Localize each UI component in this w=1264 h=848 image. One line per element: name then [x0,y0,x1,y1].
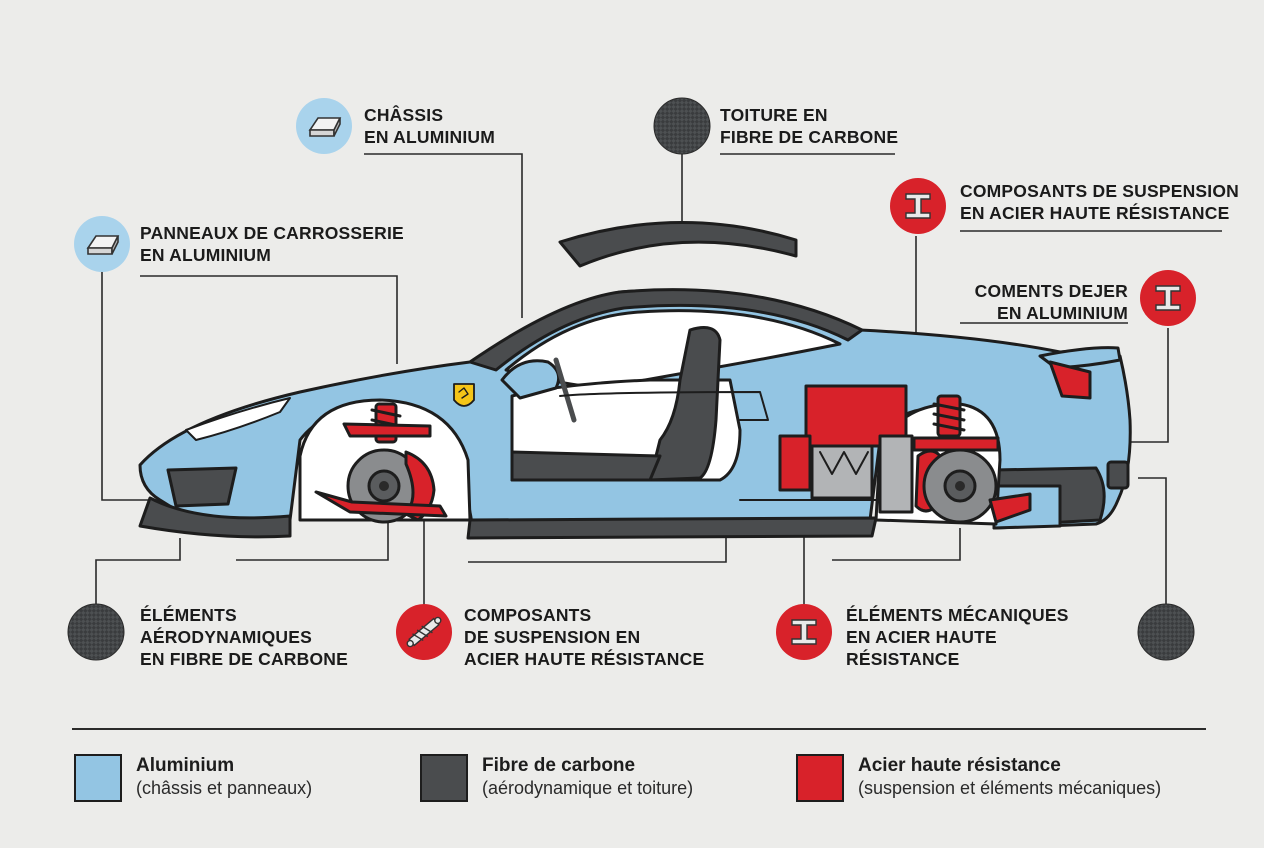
carbon-fiber-disc-icon [67,603,125,661]
legend-swatch-steel [796,754,844,802]
legend-swatch-aluminium [74,754,122,802]
callout-line: TOITURE EN [720,105,828,125]
callout-roof: TOITURE EN FIBRE DE CARBONE [720,104,898,148]
callout-line: ÉLÉMENTS MÉCANIQUES [846,605,1069,625]
callout-line: COMENTS DEJER [974,281,1128,301]
rear-upper-arm [912,436,1000,452]
callout-line: EN ACIER HAUTE [846,627,997,647]
carbon-fiber-disc-icon [1137,603,1195,661]
steering-wheel [500,359,561,400]
aluminium-ingot-icon [74,216,130,272]
callout-line: EN ALUMINIUM [364,127,496,147]
front-lower-arm [314,490,448,518]
front-splitter [138,496,292,539]
cabin-floor [510,450,662,482]
callout-line: COMPOSANTS [464,605,592,625]
legend-title: Fibre de carbone [482,755,636,776]
callout-line: EN ALUMINIUM [140,245,272,265]
rear-suspension-spring [932,394,966,438]
leader-lines [95,152,1222,606]
callout-line: ÉLÉMENTS [140,605,237,625]
legend-subtitle: (suspension et éléments mécaniques) [858,778,1162,798]
headlight [185,397,291,441]
exhaust [1106,460,1130,490]
roof-frame [468,288,864,372]
engine-block [778,384,914,514]
steel-beam-icon [776,604,832,660]
legend-swatch-carbon [420,754,468,802]
callout-line: EN ALUMINIUM [996,303,1128,323]
front-upper-arm [342,422,432,438]
callout-line: COMPOSANTS DE SUSPENSION [960,181,1240,201]
car-illustration [138,221,1132,540]
callout-line: RÉSISTANCE [846,649,960,669]
legend-subtitle: (châssis et panneaux) [136,778,313,798]
legend-title: Aluminium [136,755,235,776]
callout-line: AÉRODYNAMIQUES [140,627,312,647]
horse-badge [453,383,475,407]
aluminium-ingot-icon [296,98,352,154]
callout-body-panels: PANNEAUX DE CARROSSERIE EN ALUMINIUM [140,222,404,266]
roof-panel [558,221,798,268]
steel-beam-icon [1140,270,1196,326]
callout-rear-suspension: COMPOSANTS DE SUSPENSION EN ACIER HAUTE … [960,180,1239,224]
callout-aero: ÉLÉMENTS AÉRODYNAMIQUES EN FIBRE DE CARB… [140,604,348,670]
seat [648,326,722,482]
legend-divider [72,728,1206,730]
callout-line: PANNEAUX DE CARROSSERIE [140,223,404,243]
callout-line: ACIER HAUTE RÉSISTANCE [464,649,705,669]
steel-beam-icon [890,178,946,234]
side-skirt [466,516,878,540]
callout-line: EN ACIER HAUTE RÉSISTANCE [960,203,1230,223]
callout-chassis: CHÂSSIS EN ALUMINIUM [364,104,495,148]
rear-lower-arm [988,492,1032,524]
callout-line: EN FIBRE DE CARBONE [140,649,348,669]
taillight [1048,360,1092,400]
callout-line: CHÂSSIS [364,105,444,125]
callout-rear-aluminium: COMENTS DEJER EN ALUMINIUM [930,280,1128,324]
front-intake [166,466,238,508]
callout-mechanical: ÉLÉMENTS MÉCANIQUES EN ACIER HAUTE RÉSIS… [846,604,1069,670]
legend-title: Acier haute résistance [858,755,1061,776]
legend-subtitle: (aérodynamique et toiture) [482,778,694,798]
carbon-fiber-disc-icon [653,97,711,155]
callout-line: FIBRE DE CARBONE [720,127,899,147]
callout-front-suspension: COMPOSANTS DE SUSPENSION EN ACIER HAUTE … [464,604,704,670]
callout-line: DE SUSPENSION EN [464,627,641,647]
shock-absorber-icon [396,604,452,660]
